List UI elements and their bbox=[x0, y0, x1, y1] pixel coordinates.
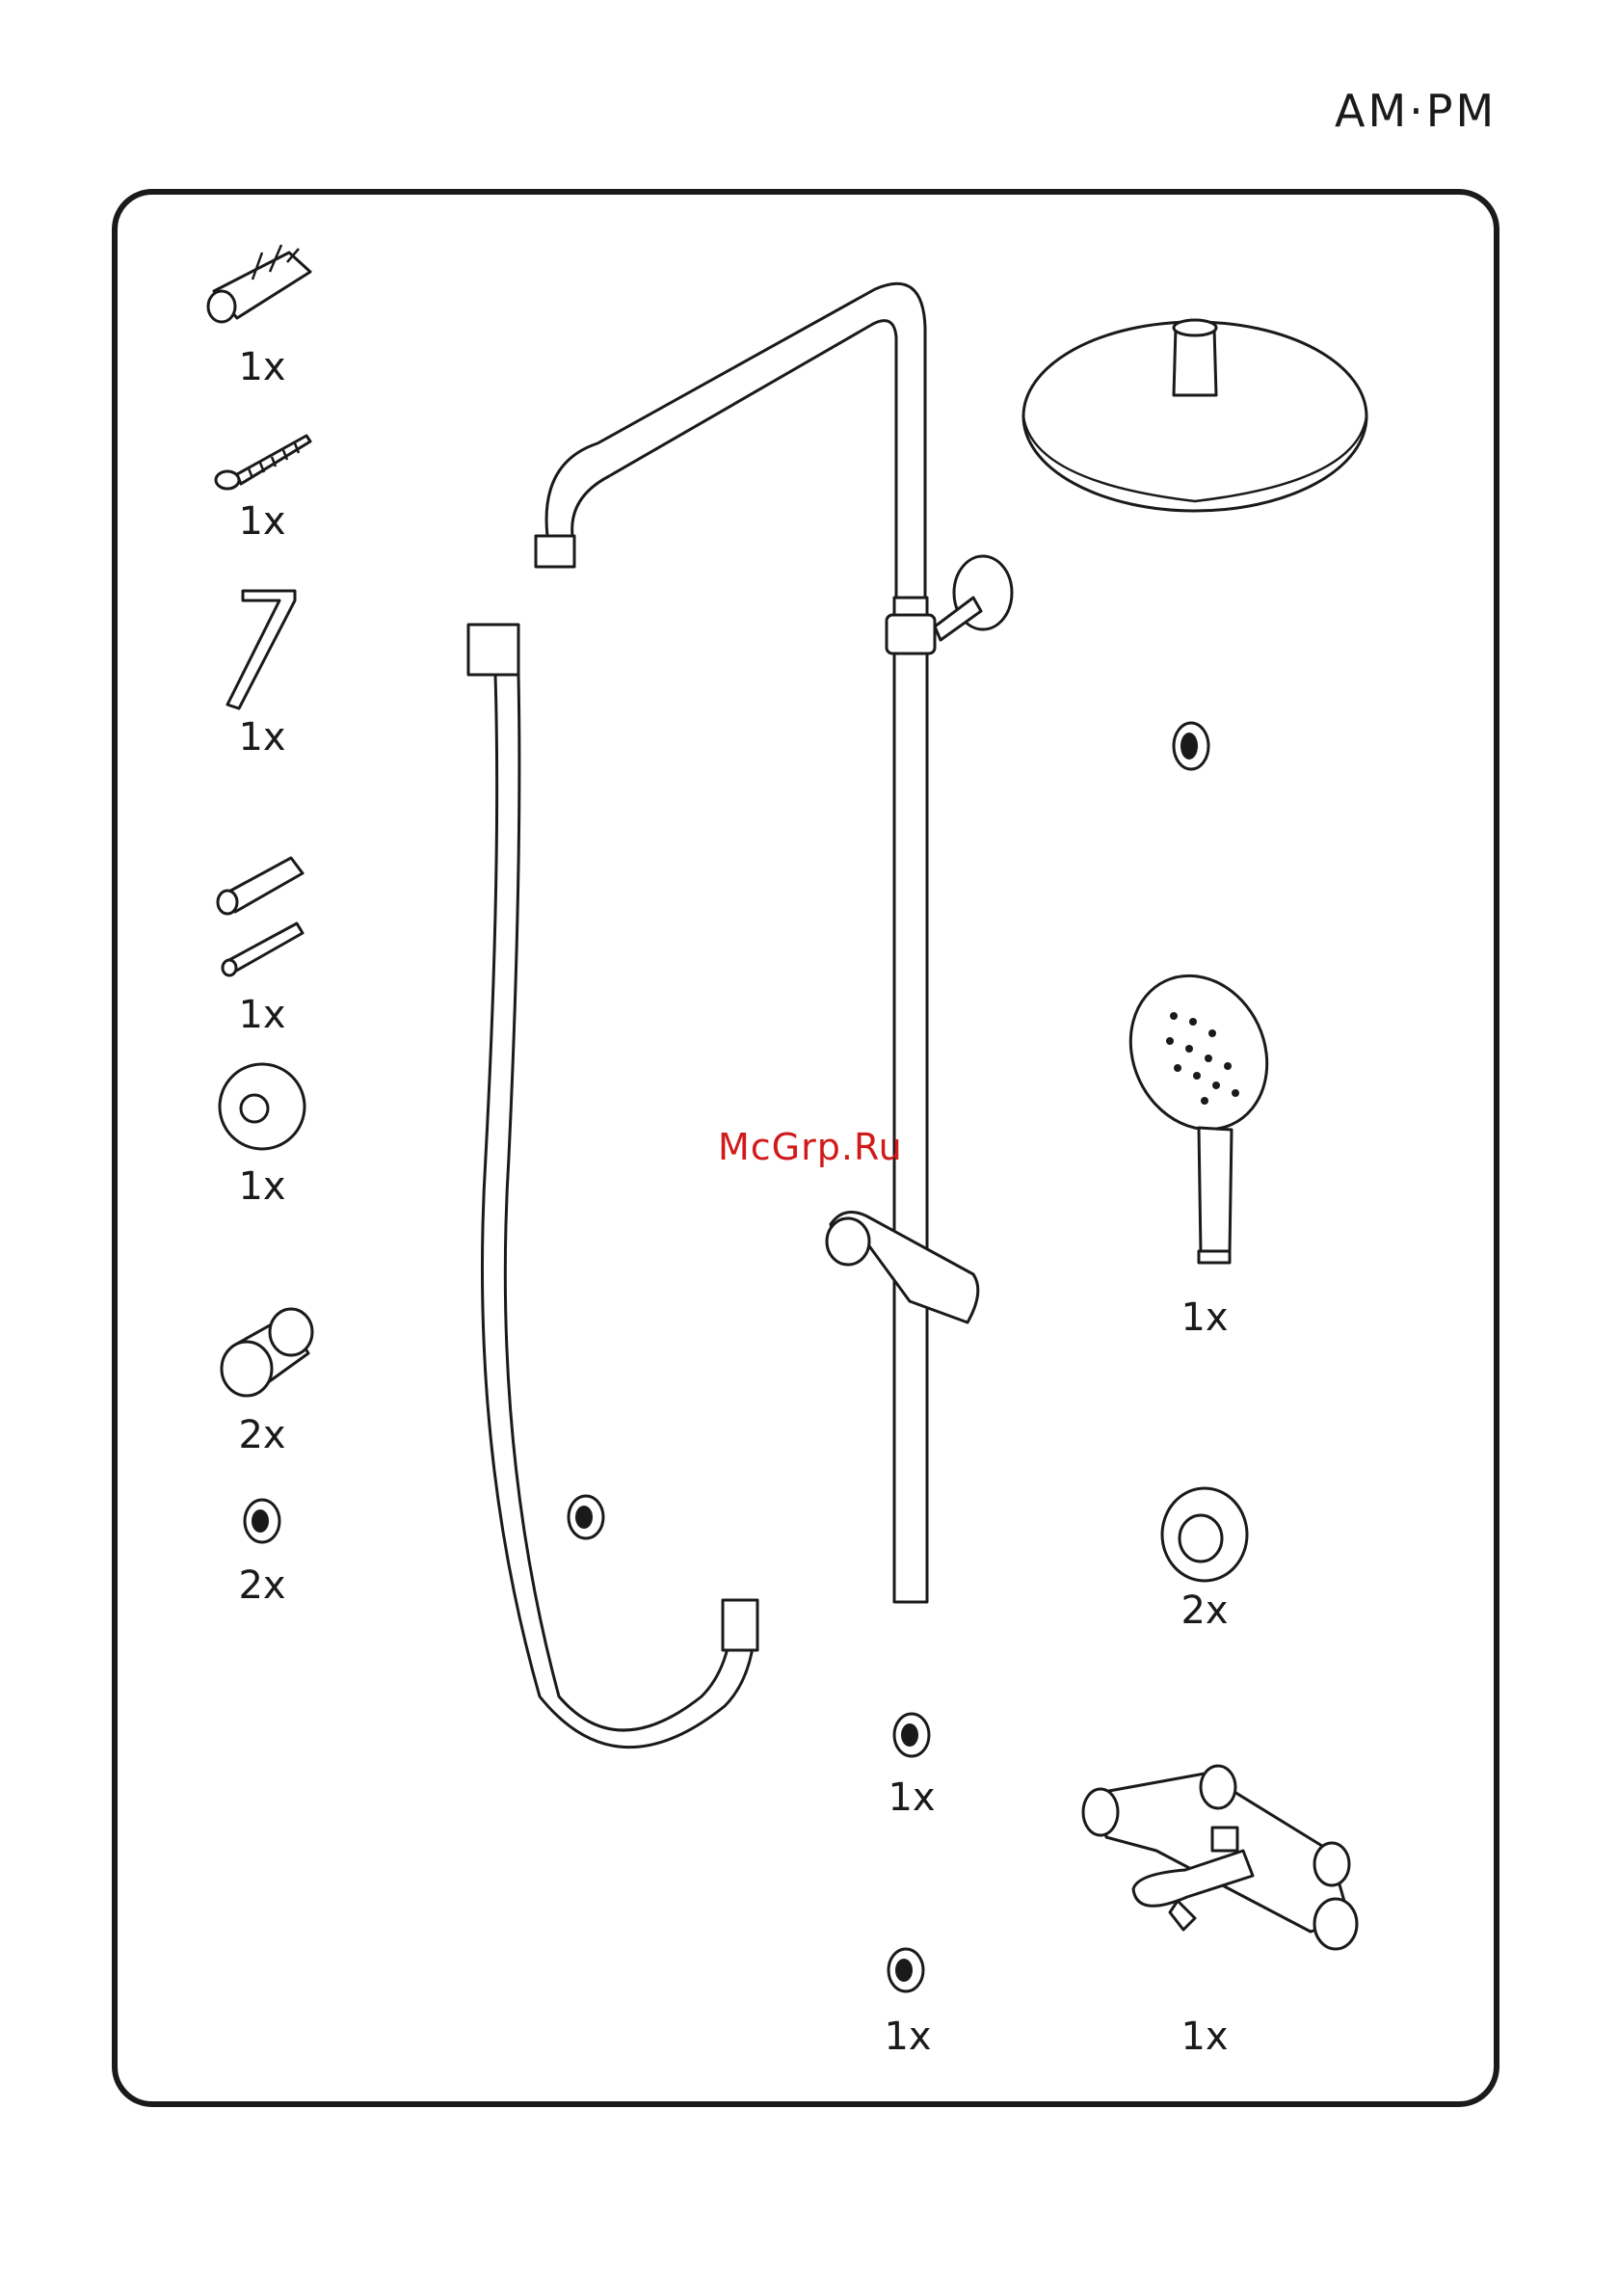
qty-adapter-pins: 1x bbox=[204, 993, 320, 1037]
qty-gasket-bottom: 1x bbox=[850, 2015, 966, 2059]
flange-ring-icon bbox=[1162, 1488, 1247, 1581]
qty-hand-shower: 1x bbox=[1147, 1295, 1262, 1340]
qty-wall-flange: 1x bbox=[204, 1164, 320, 1209]
qty-thermostatic-mixer: 1x bbox=[1147, 2015, 1262, 2059]
qty-eccentric-connectors: 2x bbox=[204, 1413, 320, 1457]
adapter-pin-icon bbox=[218, 858, 303, 975]
shower-rail-icon bbox=[536, 283, 1012, 1602]
gasket-icon bbox=[894, 1714, 929, 1756]
filter-washer-icon bbox=[245, 1500, 279, 1542]
eccentric-connector-icon bbox=[222, 1309, 312, 1396]
hand-shower-icon bbox=[1106, 953, 1292, 1263]
qty-screw: 1x bbox=[204, 499, 320, 544]
wall-plug-icon bbox=[208, 245, 310, 322]
qty-filter-washers: 2x bbox=[204, 1563, 320, 1608]
qty-hex-key: 1x bbox=[204, 715, 320, 760]
filter-washer-icon bbox=[889, 1949, 923, 1991]
qty-flange-rings: 2x bbox=[1147, 1589, 1262, 1633]
wall-flange-icon bbox=[220, 1064, 305, 1149]
qty-gasket-mid: 1x bbox=[854, 1775, 969, 1820]
hex-key-icon bbox=[227, 591, 295, 708]
gasket-icon bbox=[1174, 723, 1208, 769]
qty-wall-plug: 1x bbox=[204, 345, 320, 389]
shower-hose-icon bbox=[468, 625, 757, 1748]
watermark-text: McGrp.Ru bbox=[718, 1126, 903, 1168]
mixer-icon bbox=[1083, 1766, 1357, 1949]
overhead-shower-icon bbox=[1023, 320, 1366, 511]
gasket-icon bbox=[569, 1496, 603, 1538]
screw-icon bbox=[216, 436, 310, 489]
